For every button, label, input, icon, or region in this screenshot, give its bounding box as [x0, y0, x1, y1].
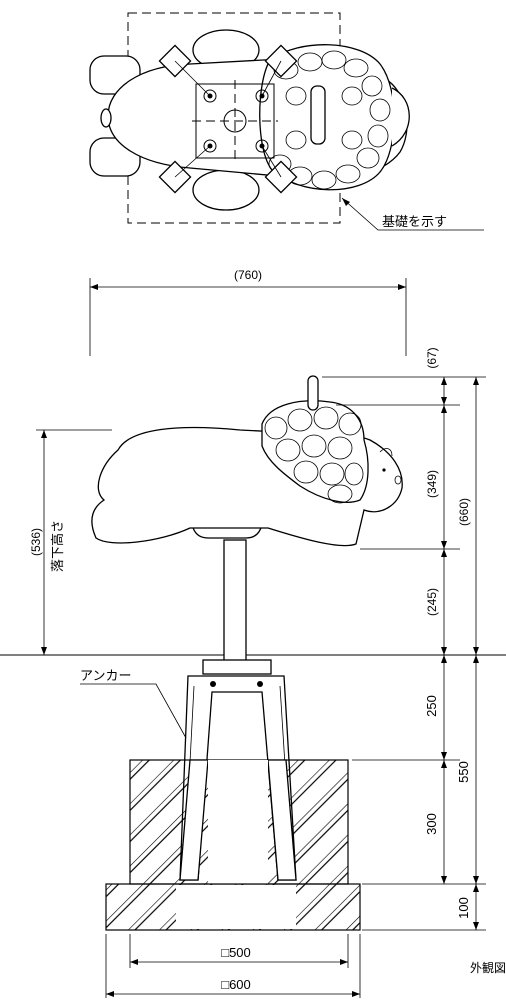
- drawing-caption: 外観図: [470, 961, 506, 975]
- mane-tufts: [268, 50, 391, 190]
- right-dimensions: (67) (349) (245) (660) 250 300 550 100: [322, 347, 486, 931]
- foundation-note-label: 基礎を示す: [382, 214, 447, 229]
- top-view-tail: [100, 108, 112, 128]
- top-view-rocker-lower: [192, 169, 260, 211]
- footing-label: 100: [456, 897, 471, 919]
- width-dimension: (760): [89, 268, 407, 356]
- base-mount-plate: [202, 659, 272, 675]
- square-500-label: □500: [221, 945, 251, 960]
- ride-handle: [307, 375, 319, 411]
- top-view-handle: [310, 85, 326, 145]
- fall-height-value-label: (536): [29, 528, 43, 556]
- fall-height-label: 落下高さ: [50, 520, 65, 572]
- base-lower-label: 300: [424, 813, 439, 835]
- total-height-label: (660): [457, 498, 471, 526]
- base-upper-label: 250: [424, 695, 439, 717]
- body-height-label: (349): [425, 470, 439, 498]
- foundation-note-leader: [341, 197, 484, 231]
- support-post: [223, 539, 247, 667]
- post-circle: [223, 109, 247, 133]
- square-dimensions: □500 □600: [105, 934, 361, 998]
- square-600-label: □600: [221, 977, 251, 992]
- anchor-leader: [80, 683, 187, 739]
- anchor-plates-top-view: [158, 44, 298, 194]
- top-view: 基礎を示す: [89, 12, 484, 231]
- width-overall-label: (760): [234, 268, 262, 282]
- side-mane-tufts: [264, 406, 364, 504]
- fall-height-dimension: (536) 落下高さ: [29, 429, 112, 655]
- side-view: アンカー: [0, 375, 506, 931]
- anchor-label: アンカー: [80, 668, 131, 683]
- seat-to-ground-label: (245): [425, 588, 439, 616]
- handle-height-label: (67): [425, 347, 439, 368]
- top-view-snout: [391, 87, 410, 147]
- foundation-depth-label: 550: [456, 761, 471, 783]
